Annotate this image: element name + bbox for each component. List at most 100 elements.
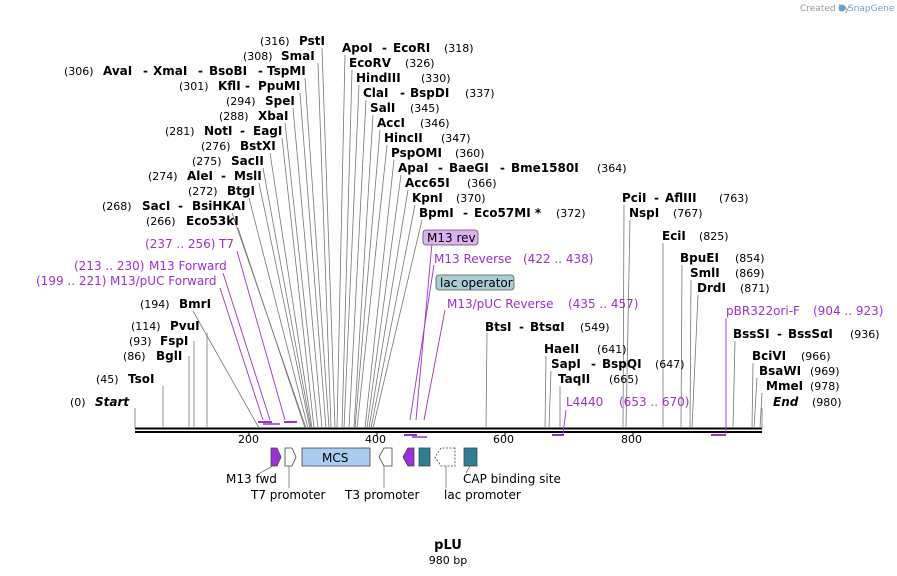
svg-text:(337): (337) — [465, 87, 495, 100]
svg-text:BssSI: BssSI — [733, 327, 770, 341]
svg-text:(345): (345) — [410, 102, 440, 115]
svg-text:(767): (767) — [673, 207, 703, 220]
site-eco53ki: (266) Eco53kI — [146, 214, 239, 228]
cap-binding-site-label: CAP binding site — [463, 472, 561, 486]
svg-text:-: - — [500, 161, 505, 175]
svg-text:Eco53kI: Eco53kI — [186, 214, 239, 228]
svg-text:AleI: AleI — [187, 169, 213, 183]
svg-text:MslI: MslI — [234, 169, 262, 183]
svg-text:(978): (978) — [810, 380, 840, 393]
tick-label-400: 400 — [365, 433, 386, 446]
svg-text:(969): (969) — [810, 365, 840, 378]
svg-text:(980): (980) — [812, 396, 842, 409]
site-xbai: (288) XbaI — [219, 109, 288, 123]
tick-label-800: 800 — [621, 433, 642, 446]
svg-text:(276): (276) — [201, 140, 231, 153]
svg-text:BstXI: BstXI — [240, 139, 276, 153]
svg-text:-: - — [591, 357, 596, 371]
primer-m13-reverse: M13 Reverse (422 .. 438) — [434, 252, 593, 266]
snapgene-brand: SnapGene — [848, 4, 895, 14]
svg-text:(936): (936) — [850, 328, 880, 341]
primer-t7: (237 .. 256) T7 — [145, 237, 234, 251]
site-fspi: (93) FspI — [129, 334, 188, 348]
plasmid-name: pLU — [434, 538, 462, 553]
svg-text:SmlI: SmlI — [690, 266, 720, 280]
primer-m13-puc-forward: (199 .. 221) M13/pUC Forward — [36, 274, 217, 288]
svg-text:(274): (274) — [148, 170, 178, 183]
site-kfli: (301) KflI - PpuMI — [179, 79, 300, 93]
svg-text:PciI: PciI — [622, 191, 647, 205]
svg-text:SpeI: SpeI — [265, 94, 295, 108]
svg-text:T7: T7 — [218, 237, 234, 251]
m13-rev-feature — [402, 447, 415, 467]
svg-text:-: - — [143, 64, 148, 78]
svg-text:(326): (326) — [405, 57, 435, 70]
backbone — [135, 427, 762, 436]
site-sacii: (275) SacII — [192, 154, 264, 168]
svg-text:(266): (266) — [146, 215, 176, 228]
site-ecii: EciI (825) — [662, 229, 729, 243]
tick-label-200: 200 — [238, 433, 259, 446]
svg-text:(45): (45) — [96, 373, 119, 386]
site-alei: (274) AleI - MslI — [148, 169, 262, 183]
primer-m13-puc-reverse: M13/pUC Reverse (435 .. 457) — [447, 297, 638, 311]
start-label: (0) Start — [70, 395, 130, 409]
svg-text:pBR322ori-F: pBR322ori-F — [726, 304, 800, 318]
svg-text:(114): (114) — [131, 320, 161, 333]
svg-text:-: - — [438, 161, 443, 175]
site-hincii: HincII (347) — [384, 131, 471, 145]
svg-text:(86): (86) — [123, 350, 146, 363]
site-clai: ClaI - BspDI (337) — [363, 86, 495, 100]
primer-bars — [258, 421, 726, 438]
primer-leader-lines — [219, 242, 727, 435]
t3-promoter-arrow — [378, 447, 393, 467]
svg-text:HaeII: HaeII — [544, 342, 579, 356]
svg-text:HindIII: HindIII — [356, 71, 401, 85]
svg-text:(966): (966) — [801, 350, 831, 363]
site-apai: ApaI - BaeGI - Bme1580I (364) — [398, 161, 627, 175]
svg-text:PspOMI: PspOMI — [391, 146, 442, 160]
svg-text:PvuI: PvuI — [170, 319, 200, 333]
site-apoi: ApoI - EcoRI (318) — [342, 41, 474, 55]
svg-text:(763): (763) — [719, 192, 749, 205]
site-haeii: HaeII (641) — [544, 342, 627, 356]
svg-text:(272): (272) — [188, 185, 218, 198]
svg-text:-: - — [240, 124, 245, 138]
svg-text:(194): (194) — [140, 298, 170, 311]
svg-text:SapI: SapI — [551, 357, 581, 371]
svg-text:BsoBI: BsoBI — [209, 64, 247, 78]
svg-text:(435 .. 457): (435 .. 457) — [568, 297, 638, 311]
site-bpmi: BpmI - Eco57MI * (372) — [419, 206, 586, 220]
svg-text:BtgI: BtgI — [227, 184, 255, 198]
svg-text:L4440: L4440 — [566, 395, 603, 409]
svg-text:BpmI: BpmI — [419, 206, 454, 220]
svg-text:DrdI: DrdI — [697, 281, 726, 295]
primer-l4440: L4440 (653 .. 670) — [566, 395, 689, 409]
svg-text:ClaI: ClaI — [363, 86, 388, 100]
svg-text:BsaWI: BsaWI — [759, 364, 801, 378]
svg-text:(318): (318) — [444, 42, 474, 55]
snapgene-logo-icon — [838, 4, 846, 12]
m13-fwd-feature — [270, 447, 282, 467]
svg-text:-: - — [777, 327, 782, 341]
svg-text:-: - — [221, 169, 226, 183]
svg-text:(288): (288) — [219, 110, 249, 123]
site-bpuei: BpuEI (854) — [680, 251, 765, 265]
svg-text:AvaI: AvaI — [103, 64, 132, 78]
svg-text:(647): (647) — [655, 358, 685, 371]
site-pcii: PciI - AflIII (763) — [622, 191, 749, 205]
svg-text:BglI: BglI — [156, 349, 182, 363]
svg-text:(372): (372) — [556, 207, 586, 220]
site-noti: (281) NotI - EagI — [165, 124, 282, 138]
svg-text:-: - — [382, 41, 387, 55]
svg-text:-: - — [654, 191, 659, 205]
svg-text:(281): (281) — [165, 125, 195, 138]
svg-text:-: - — [178, 199, 183, 213]
svg-text:ApoI: ApoI — [342, 41, 373, 55]
svg-text:-: - — [400, 86, 405, 100]
svg-text:BaeGI: BaeGI — [449, 161, 489, 175]
svg-text:PstI: PstI — [299, 34, 325, 48]
site-nspi: NspI (767) — [629, 206, 703, 220]
site-hindiii: HindIII (330) — [356, 71, 451, 85]
svg-text:Start: Start — [95, 395, 130, 409]
